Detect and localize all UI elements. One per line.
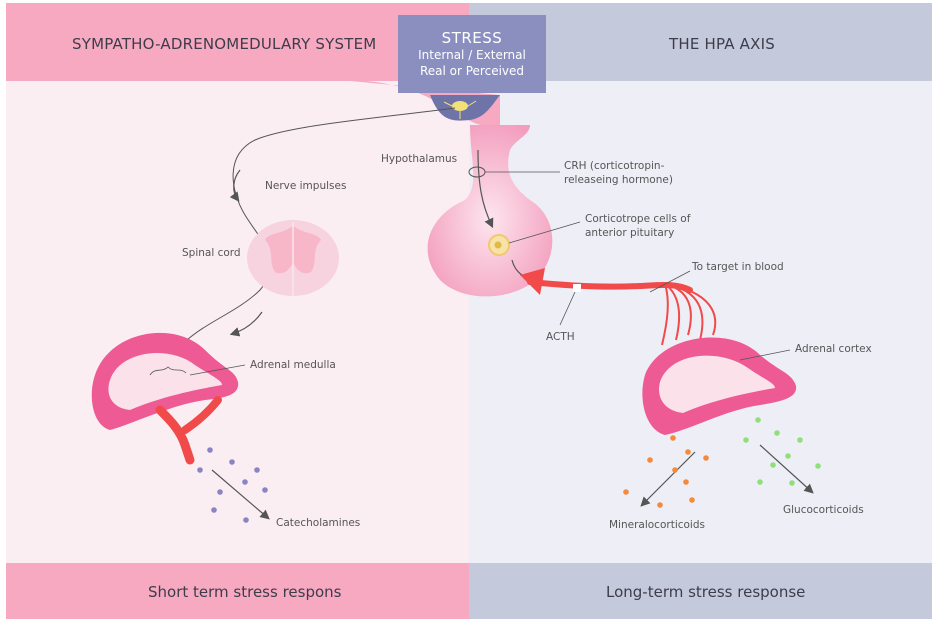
stress-box: STRESS Internal / External Real or Perce… (398, 15, 546, 93)
nerve-pathway (164, 107, 456, 376)
spinal-cord-section (247, 220, 339, 296)
glucocorticoid-dots (743, 417, 821, 486)
crh-label-line-1: CRH (corticotropin- (564, 160, 665, 172)
hypothalamus-to-pituitary-arrow (477, 149, 494, 229)
adrenal-medulla-label: Adrenal medulla (250, 359, 336, 371)
blood-vessel (520, 268, 717, 346)
glucocorticoids-arrow (759, 444, 814, 494)
right-footer-label: Long-term stress response (606, 583, 806, 601)
left-footer-band (6, 563, 469, 619)
corticotrope-label-line-1: Corticotrope cells of (585, 213, 691, 225)
adrenal-cortex-leader-line (739, 349, 791, 361)
mineralocorticoid-dots (623, 435, 709, 508)
mineralocorticoids-label: Mineralocorticoids (609, 519, 705, 531)
left-panel-background (6, 3, 469, 619)
adrenal-medulla-leader-line (189, 364, 246, 376)
right-header-title: THE HPA AXIS (669, 35, 775, 53)
nerve-impulses-arrow (229, 169, 241, 202)
left-header-band (6, 3, 469, 81)
mineralocorticoids-arrow (640, 451, 696, 507)
right-header-band (469, 3, 932, 81)
adrenal-cortex-gland (642, 337, 797, 435)
stress-title: STRESS (441, 29, 503, 47)
to-target-label: To target in blood (692, 261, 784, 273)
acth-leader-line (559, 291, 576, 326)
stress-line-2: Real or Perceived (419, 64, 525, 78)
left-footer-label: Short term stress respons (148, 583, 342, 601)
catecholamines-arrow (211, 469, 270, 520)
spinal-cord-label: Spinal cord (182, 247, 241, 259)
right-footer-band (469, 563, 932, 619)
hypothalamus-label: Hypothalamus (381, 153, 458, 165)
left-header-title: SYMPATHO-ADRENOMEDULARY SYSTEM (72, 35, 377, 53)
to-target-leader-line (649, 270, 691, 293)
adrenal-medulla-gland (91, 332, 239, 465)
nerve-impulses-label: Nerve impulses (265, 180, 347, 192)
pituitary-gland (427, 125, 553, 297)
stress-line-1: Internal / External (418, 48, 526, 62)
adrenal-cortex-label: Adrenal cortex (795, 343, 872, 355)
spinal-to-adrenal-arrow (229, 311, 263, 337)
catecholamine-dots (197, 447, 268, 523)
corticotrope-leader-line (508, 221, 581, 244)
corticotrope-label-line-2: anterior pituitary (585, 227, 675, 239)
acth-label: ACTH (546, 331, 575, 343)
catecholamines-label: Catecholamines (276, 517, 361, 529)
glucocorticoids-label: Glucocorticoids (783, 504, 864, 516)
hypothalamus-neuron (430, 95, 500, 121)
crh-label-line-2: releaseing hormone) (564, 174, 673, 186)
